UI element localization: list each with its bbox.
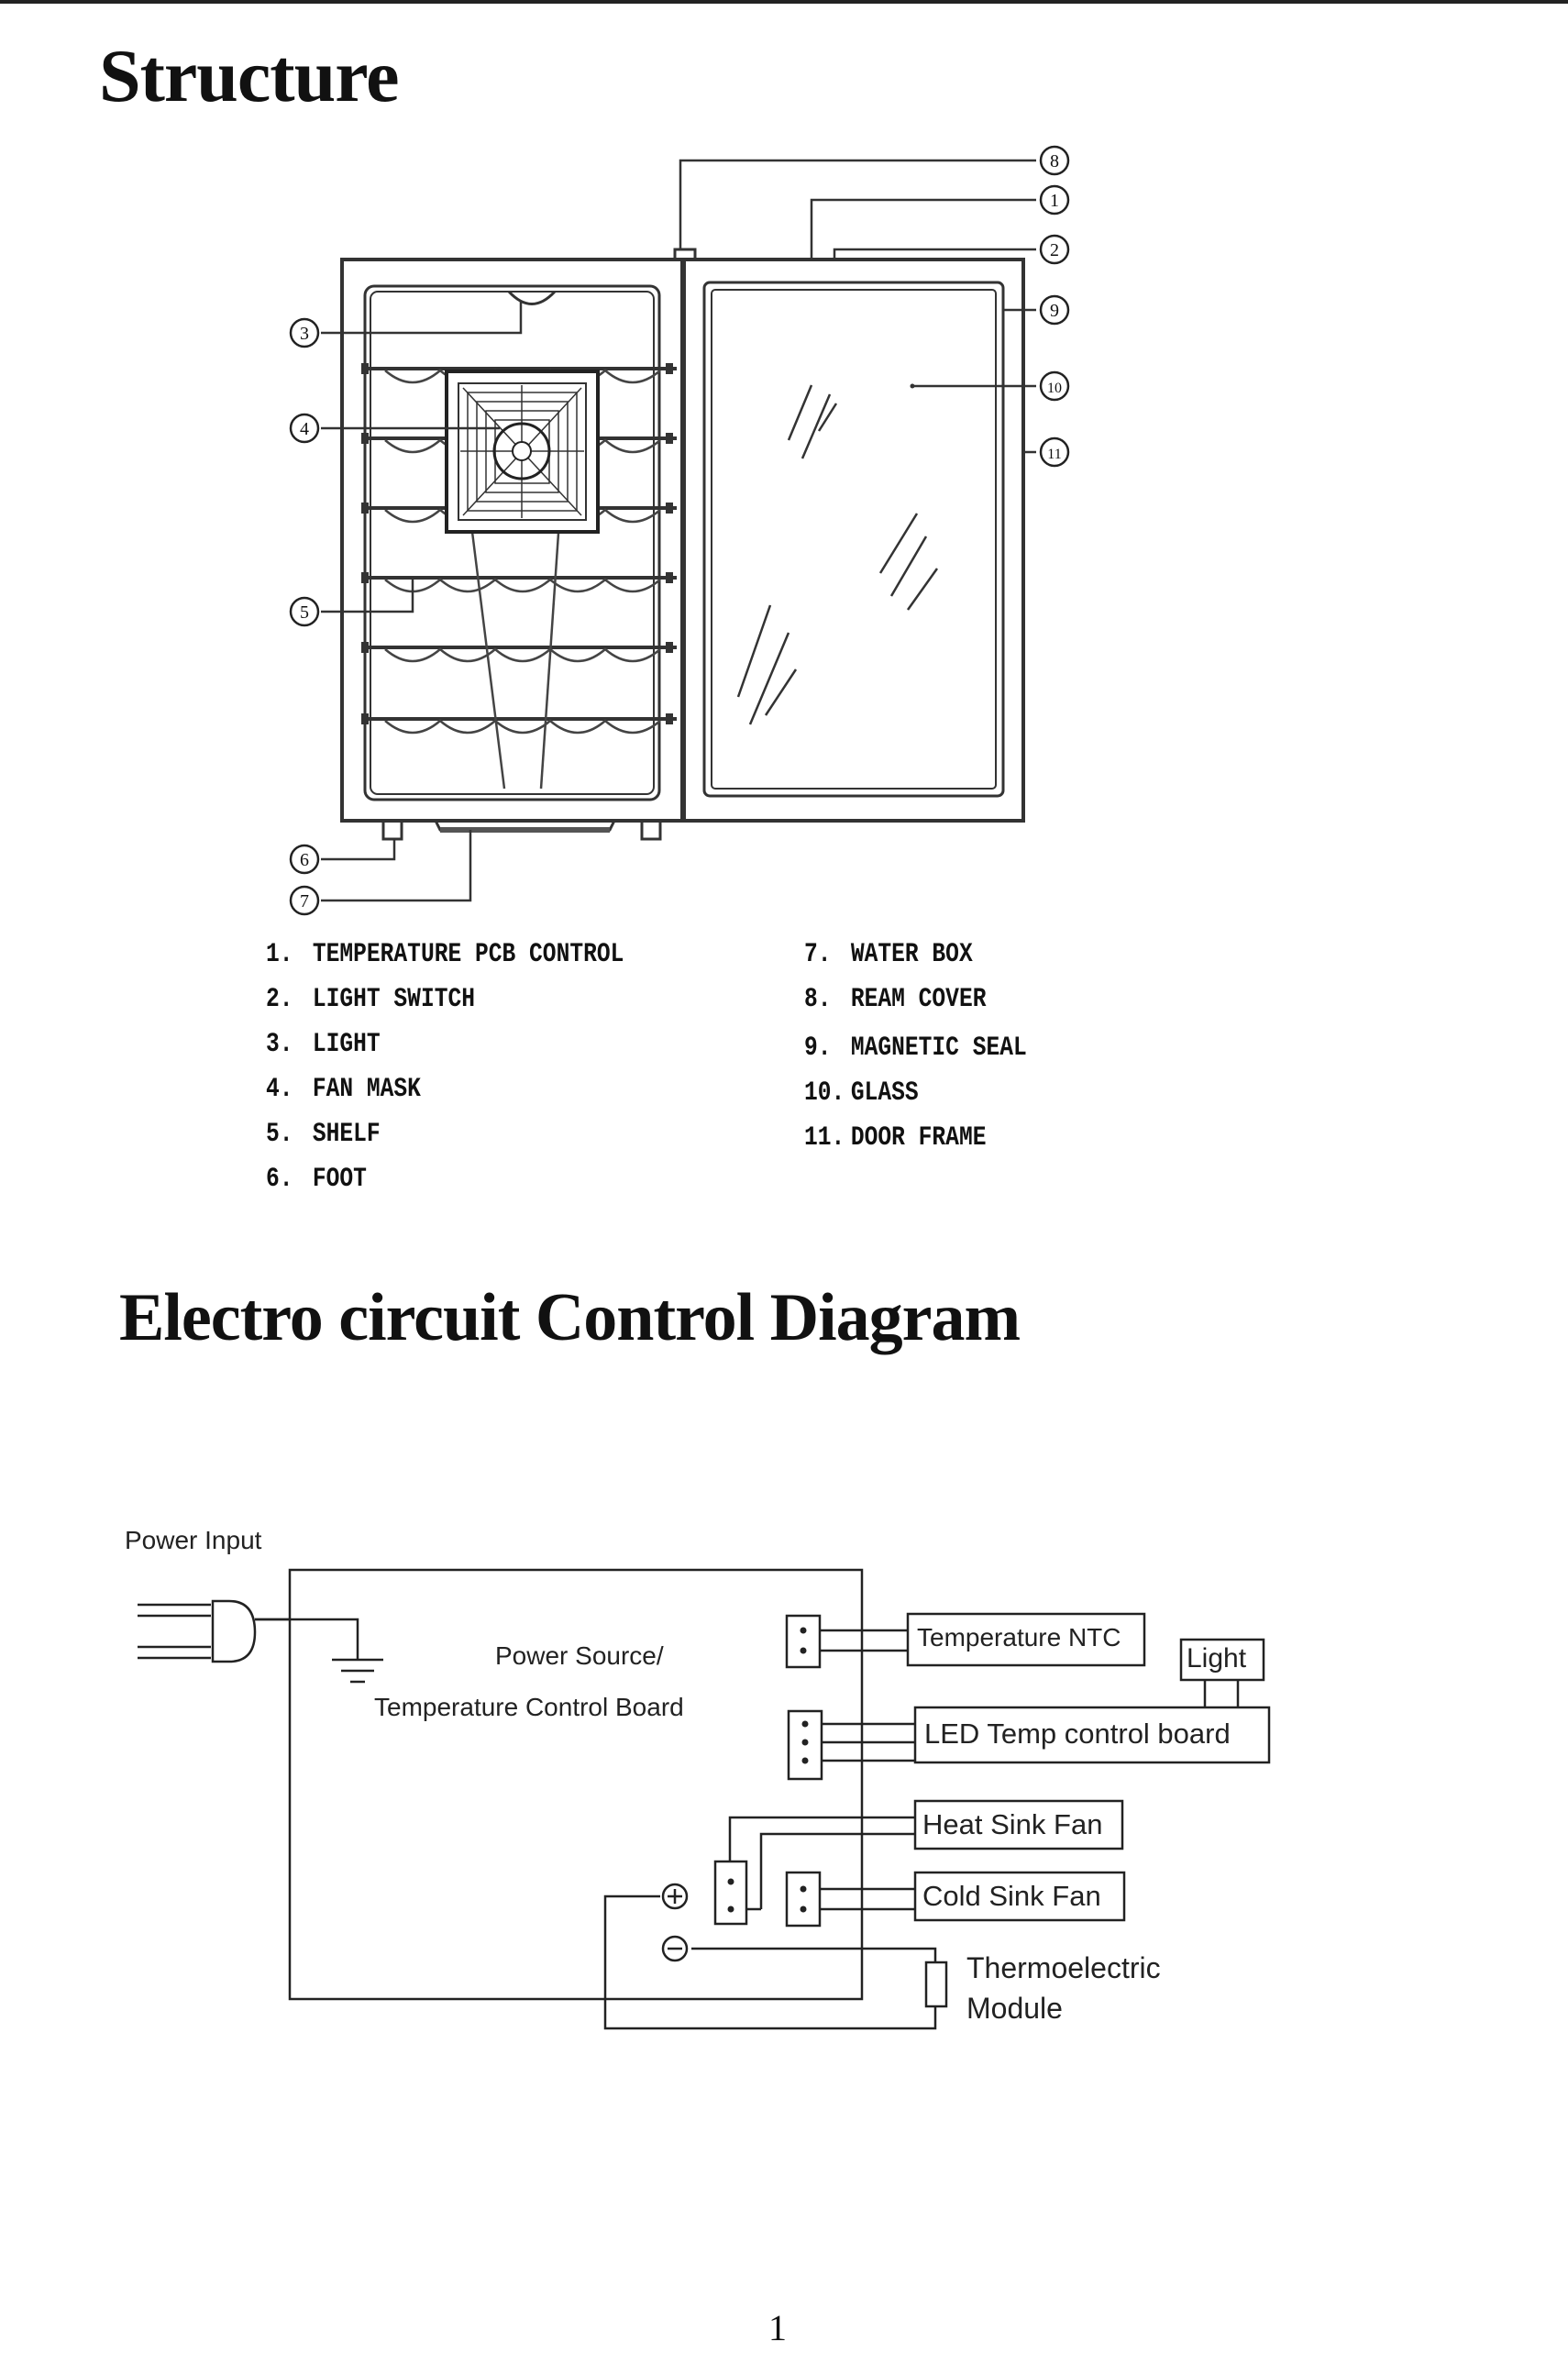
callout-5 bbox=[289, 596, 320, 627]
circuit-diagram bbox=[138, 1568, 1240, 2030]
door-frame bbox=[682, 258, 1025, 823]
callout-numbers: 8 1 2 9 10 11 3 4 5 6 7 bbox=[300, 151, 1062, 911]
callout-8 bbox=[1039, 145, 1070, 176]
callout-number: 5 bbox=[300, 602, 309, 623]
light-label: Light bbox=[1187, 1643, 1247, 1674]
ream-cover bbox=[673, 248, 697, 261]
legend-item: 11.DOOR FRAME bbox=[804, 1122, 987, 1154]
legend-item: 9.MAGNETIC SEAL bbox=[804, 1033, 1027, 1064]
temperature-ntc-box bbox=[906, 1612, 1146, 1667]
control-board bbox=[288, 1568, 864, 2001]
callout-7 bbox=[289, 885, 320, 916]
legend-item: 8.REAM COVER bbox=[804, 984, 987, 1015]
legend-item: 3.LIGHT bbox=[266, 1029, 381, 1060]
callout-number: 3 bbox=[300, 324, 309, 344]
fan-mask bbox=[445, 370, 600, 534]
connector-ntc bbox=[785, 1614, 822, 1669]
structure-title: Structure bbox=[99, 34, 400, 117]
light bbox=[507, 290, 557, 305]
foot bbox=[381, 819, 403, 841]
leader-lines bbox=[321, 159, 1036, 902]
board-label-line2: Temperature Control Board bbox=[374, 1693, 684, 1721]
callout-3 bbox=[289, 317, 320, 348]
callout-circles bbox=[289, 145, 1070, 916]
connector-cold-fan bbox=[785, 1871, 822, 1928]
led-board-label: LED Temp control board bbox=[924, 1718, 1231, 1750]
callout-number: 7 bbox=[300, 891, 309, 911]
callout-number: 6 bbox=[300, 850, 309, 870]
thermoelectric-label-line2: Module bbox=[966, 1992, 1063, 2025]
legend-item: 1.TEMPERATURE PCB CONTROL bbox=[266, 939, 624, 970]
callout-4 bbox=[289, 413, 320, 444]
connector-pins bbox=[727, 1627, 809, 1913]
heat-sink-fan-label: Heat Sink Fan bbox=[922, 1808, 1103, 1840]
thermoelectric-label-line1: Thermoelectric bbox=[966, 1951, 1161, 1984]
callout-10 bbox=[1039, 370, 1070, 402]
circuit-title: Electro circuit Control Diagram bbox=[119, 1280, 1021, 1355]
temperature-ntc-label: Temperature NTC bbox=[917, 1623, 1121, 1652]
led-board-box bbox=[913, 1706, 1271, 1764]
ground-symbol bbox=[332, 1658, 383, 1684]
callout-number: 4 bbox=[300, 419, 309, 439]
heat-sink-fan-box bbox=[913, 1799, 1124, 1850]
legend-item: 5.SHELF bbox=[266, 1119, 381, 1150]
callout-number: 9 bbox=[1050, 301, 1059, 321]
legend-item: 7.WATER BOX bbox=[804, 939, 973, 970]
callout-number: 11 bbox=[1047, 447, 1061, 462]
callout-number: 10 bbox=[1047, 381, 1062, 396]
connector-led bbox=[787, 1709, 823, 1781]
legend-item: 6.FOOT bbox=[266, 1164, 367, 1195]
callout-6 bbox=[289, 844, 320, 875]
callout-2 bbox=[1039, 234, 1070, 265]
callout-number: 1 bbox=[1050, 191, 1059, 211]
legend-item: 4.FAN MASK bbox=[266, 1074, 421, 1105]
callout-1 bbox=[1039, 184, 1070, 215]
light-box bbox=[1179, 1638, 1265, 1682]
top-rule bbox=[0, 0, 1568, 4]
shelf-pegs bbox=[361, 363, 673, 724]
page-number: 1 bbox=[768, 2307, 787, 2348]
connector-heat-fan bbox=[713, 1860, 748, 1926]
cold-sink-fan-label: Cold Sink Fan bbox=[922, 1880, 1101, 1912]
power-input-label: Power Input bbox=[125, 1526, 262, 1554]
glass-reflections bbox=[736, 384, 939, 725]
callout-number: 8 bbox=[1050, 151, 1059, 171]
legend-item: 10.GLASS bbox=[804, 1077, 919, 1109]
thermoelectric-module bbox=[924, 1961, 948, 2008]
legend-item: 2.LIGHT SWITCH bbox=[266, 984, 475, 1015]
cabinet-body bbox=[340, 258, 684, 823]
callout-11 bbox=[1039, 436, 1070, 468]
callout-9 bbox=[1039, 294, 1070, 326]
board-label-line1: Power Source/ bbox=[495, 1641, 664, 1670]
cold-sink-fan-box bbox=[913, 1871, 1126, 1922]
callout-number: 2 bbox=[1050, 240, 1059, 260]
power-plug bbox=[138, 1599, 359, 1663]
